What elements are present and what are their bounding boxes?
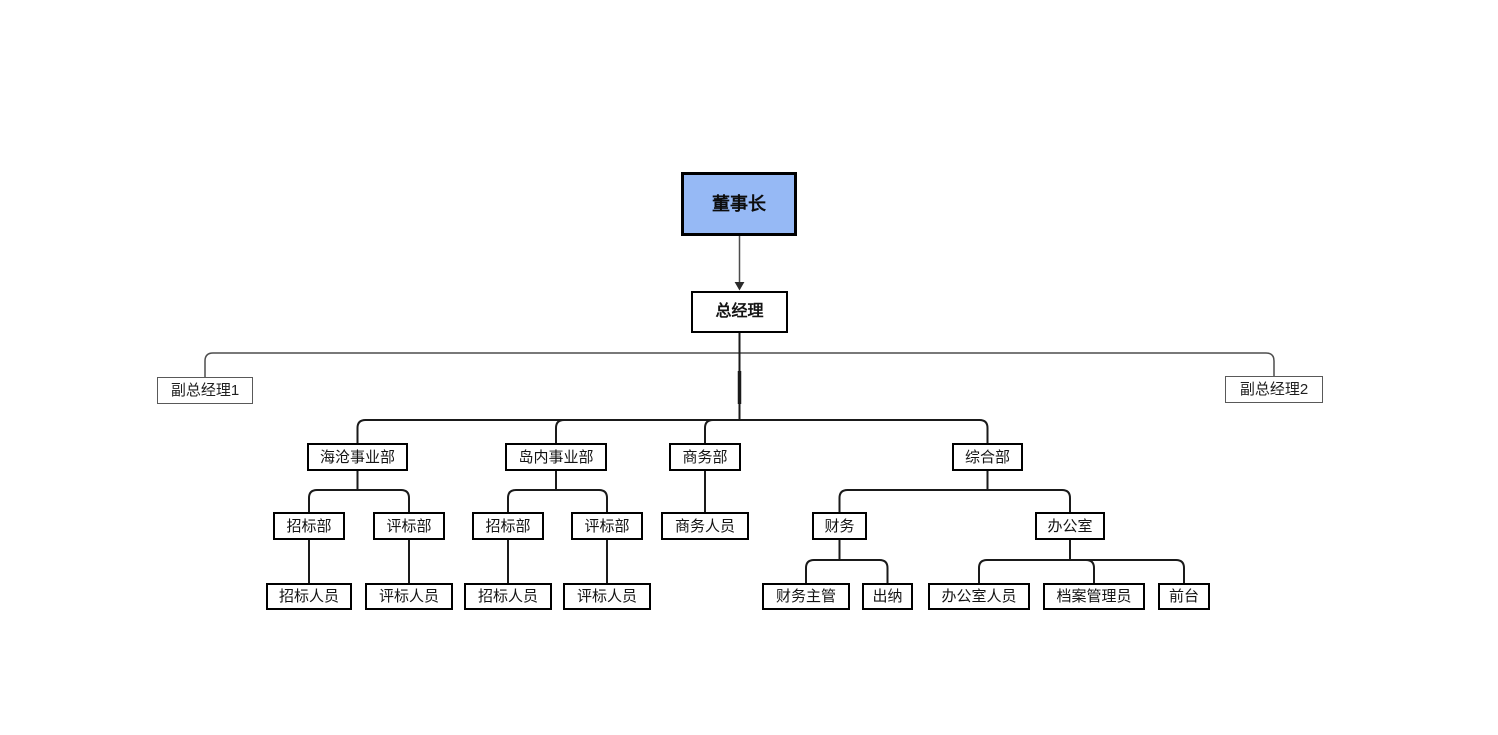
- arrowhead-chairman-gm: [734, 282, 745, 291]
- org-node-daonei-bidding-dept[interactable]: 招标部: [472, 512, 544, 540]
- org-node-front-desk[interactable]: 前台: [1158, 583, 1210, 610]
- edge-general-affairs-children: [838, 471, 1071, 512]
- org-node-deputy-gm-1[interactable]: 副总经理1: [157, 377, 253, 404]
- org-node-finance[interactable]: 财务: [812, 512, 867, 540]
- edge-staff-drops: [308, 540, 608, 583]
- edge-daonei-children: [507, 471, 608, 512]
- edge-office-children: [978, 540, 1185, 583]
- edge-finance-children: [805, 540, 889, 583]
- org-node-haicang-bidding-dept[interactable]: 招标部: [273, 512, 345, 540]
- org-node-commerce-staff[interactable]: 商务人员: [661, 512, 749, 540]
- org-node-daonei-evaluation-staff[interactable]: 评标人员: [563, 583, 651, 610]
- org-node-office[interactable]: 办公室: [1035, 512, 1105, 540]
- org-node-haicang-evaluation-staff[interactable]: 评标人员: [365, 583, 453, 610]
- org-node-deputy-gm-2[interactable]: 副总经理2: [1225, 376, 1323, 403]
- org-node-chairman[interactable]: 董事长: [681, 172, 797, 236]
- edge-haicang-children: [308, 471, 410, 512]
- org-node-haicang-bidding-staff[interactable]: 招标人员: [266, 583, 352, 610]
- org-node-cashier[interactable]: 出纳: [862, 583, 913, 610]
- org-node-commerce-dept[interactable]: 商务部: [669, 443, 741, 471]
- org-node-haicang-division[interactable]: 海沧事业部: [307, 443, 408, 471]
- org-node-general-affairs-dept[interactable]: 综合部: [952, 443, 1023, 471]
- org-node-finance-supervisor[interactable]: 财务主管: [762, 583, 850, 610]
- org-node-daonei-bidding-staff[interactable]: 招标人员: [464, 583, 552, 610]
- edge-drop-commerce: [704, 419, 714, 443]
- org-node-general-manager[interactable]: 总经理: [691, 291, 788, 333]
- org-node-archive-manager[interactable]: 档案管理员: [1043, 583, 1145, 610]
- edge-departments-bus: [356, 419, 989, 443]
- org-node-office-staff[interactable]: 办公室人员: [928, 583, 1030, 610]
- edge-drop-daonei: [555, 419, 565, 443]
- org-node-daonei-division[interactable]: 岛内事业部: [505, 443, 607, 471]
- org-node-haicang-evaluation-dept[interactable]: 评标部: [373, 512, 445, 540]
- org-node-daonei-evaluation-dept[interactable]: 评标部: [571, 512, 643, 540]
